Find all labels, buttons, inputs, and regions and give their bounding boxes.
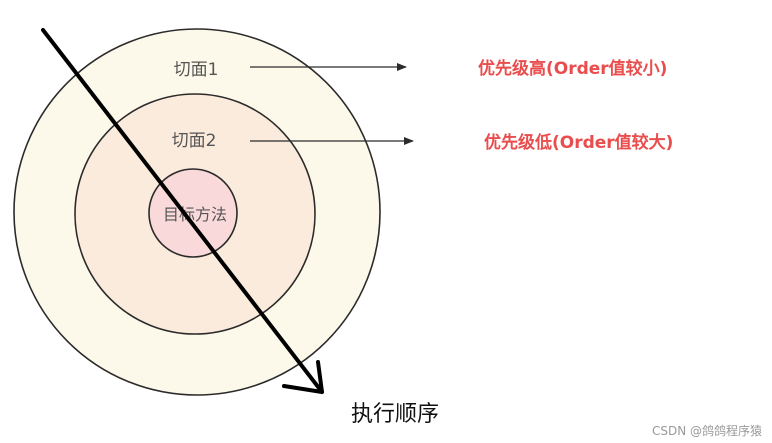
execution-order-arrowhead [282, 360, 324, 394]
watermark: CSDN @鸽鸽程序猿 [652, 423, 762, 438]
middle-aspect-label: 切面2 [172, 131, 217, 151]
low-priority-note: 优先级低(Order值较大) [484, 132, 673, 153]
execution-order-label: 执行顺序 [351, 402, 439, 427]
high-priority-note: 优先级高(Order值较小) [478, 58, 667, 79]
execution-order-arrow [41, 28, 324, 394]
target-method-label: 目标方法 [163, 205, 227, 224]
outer-aspect-label: 切面1 [174, 60, 219, 80]
target-method-circle [148, 168, 238, 258]
